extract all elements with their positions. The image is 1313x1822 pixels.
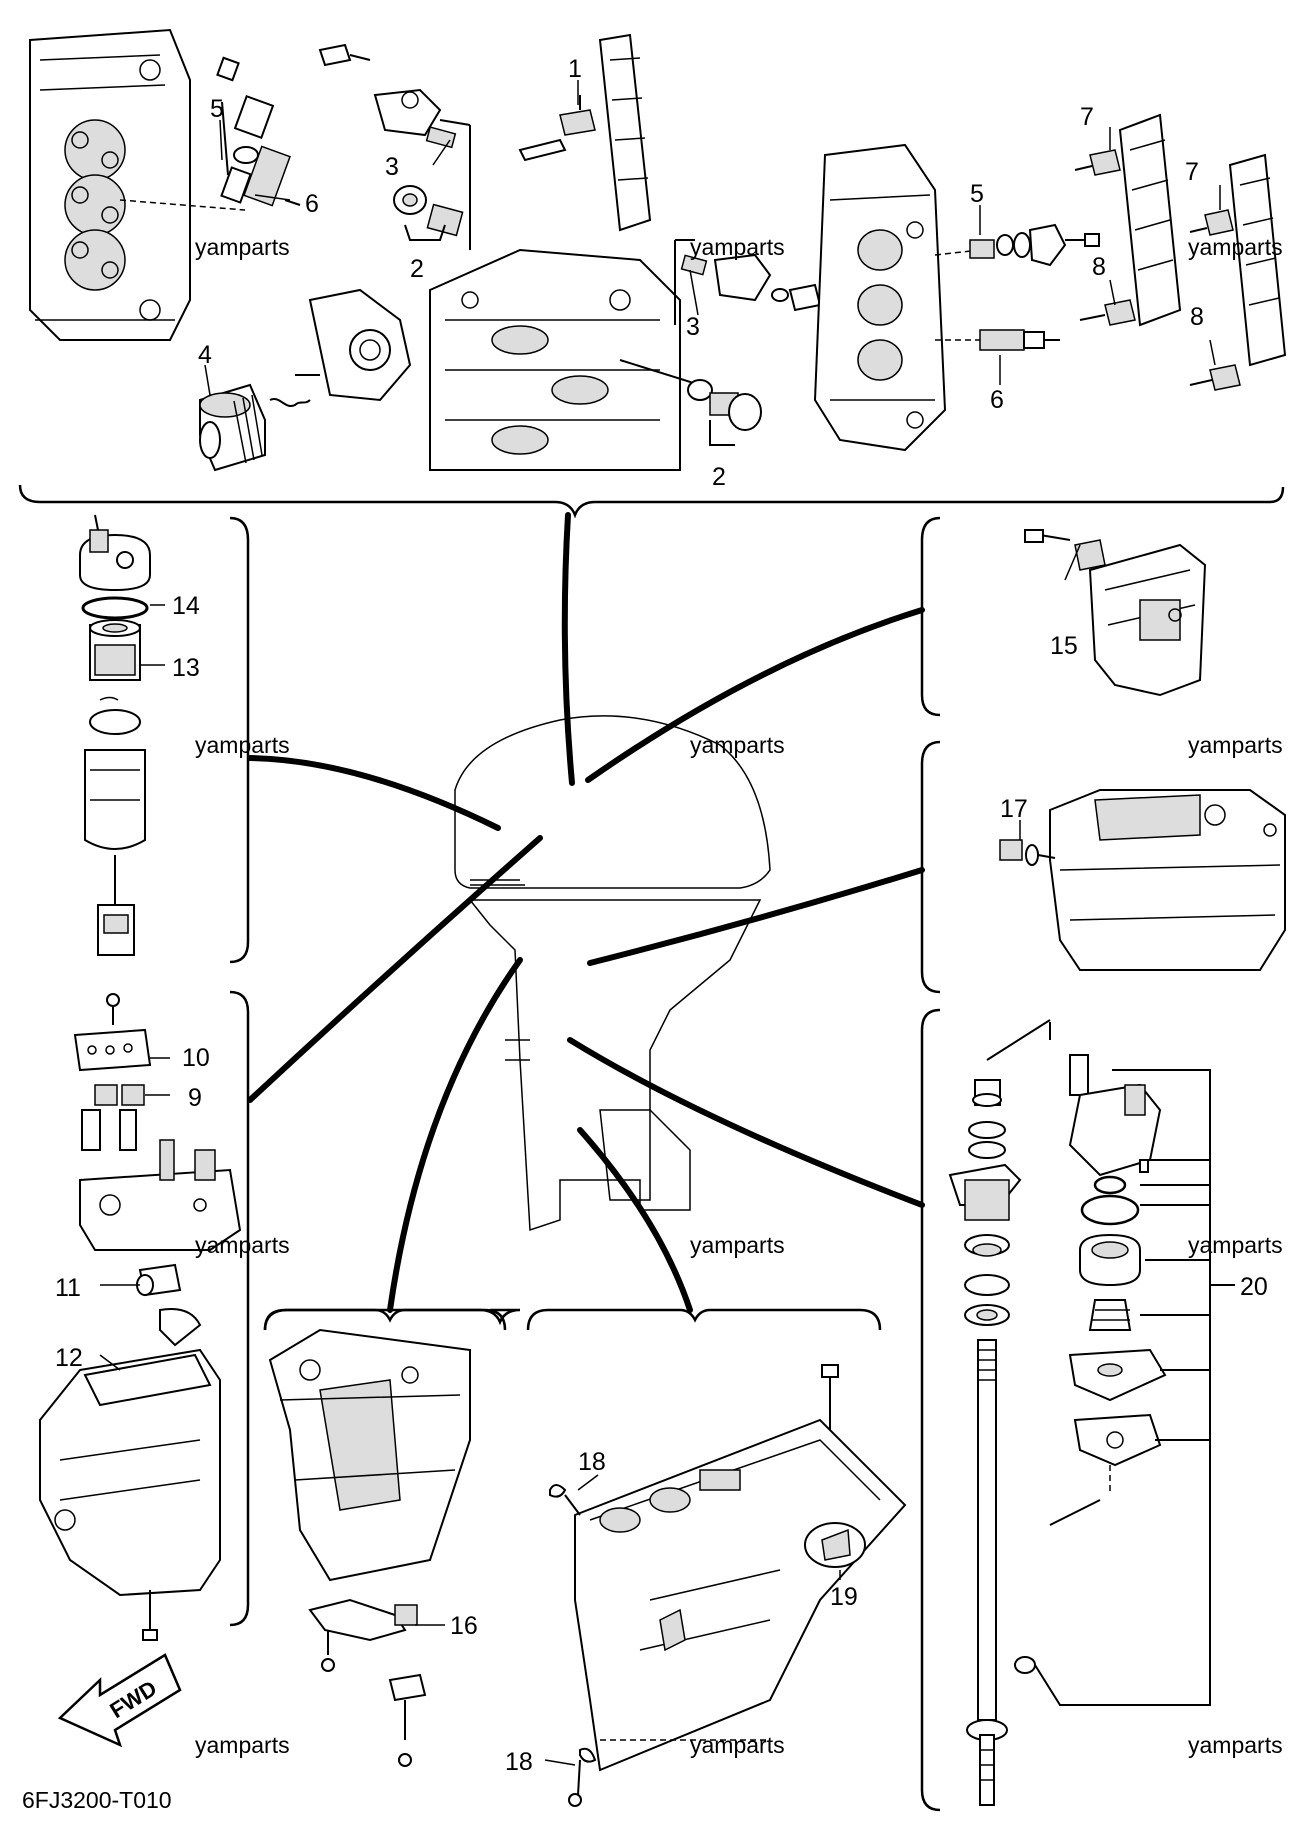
watermark: yamparts [690,234,785,260]
driveshaft-water-pump [948,1019,1235,1806]
callout-leaders [99,80,1221,1766]
watermark: yamparts [195,1732,290,1758]
watermark: yamparts [195,234,290,260]
callout-5-left: 5 [210,95,224,123]
engine-block-center [429,248,762,471]
callout-15: 15 [1050,632,1078,660]
oil-filter [199,288,412,472]
watermark: yamparts [1188,234,1283,260]
cover-plate-b [1189,153,1287,391]
callout-7-right: 7 [1185,158,1199,186]
watermark: yamparts [1188,1732,1283,1758]
outboard-motor-silhouette [454,715,771,1232]
watermark: yamparts [690,1732,785,1758]
cover-plate-a [1074,113,1182,327]
callout-19: 19 [830,1583,858,1611]
watermark: yamparts [195,732,290,758]
watermark: yamparts [1188,1232,1283,1258]
callout-5-right: 5 [970,180,984,208]
callout-6-left: 6 [305,190,319,218]
callout-14: 14 [172,592,200,620]
cylinder-head-left-drawing [29,28,246,341]
lower-unit-casing [549,1364,907,1807]
callout-9: 9 [188,1084,202,1112]
oil-pan-assembly [999,789,1286,971]
swivel-bracket-assembly [268,1328,471,1767]
callout-3-lower: 3 [686,313,700,341]
watermark: yamparts [690,1232,785,1258]
callout-13: 13 [172,654,200,682]
fwd-arrow [57,1653,182,1748]
callout-20: 20 [1240,1273,1268,1301]
anode-plate [1024,529,1207,697]
spark-plug-right [969,223,1100,351]
callout-16: 16 [450,1612,478,1640]
oil-pressure-switch-lower [674,239,822,325]
callout-10: 10 [182,1044,210,1072]
oil-pressure-switch-top [318,43,471,250]
figure-code: 6FJ3200-T010 [22,1787,172,1813]
callout-8-right: 8 [1190,303,1204,331]
top-bracket [18,484,1285,519]
callout-18-lower: 18 [505,1748,533,1776]
callout-12: 12 [55,1344,83,1372]
fuel-filter-assembly [79,514,151,956]
watermark: yamparts [195,1232,290,1258]
watermarks: yamparts yamparts yamparts yamparts yamp… [195,234,1283,1758]
callout-2-upper: 2 [410,255,424,283]
callout-17: 17 [1000,795,1028,823]
callout-3-upper: 3 [385,153,399,181]
callout-labels: 1 2 2 3 3 4 5 5 6 6 7 7 8 8 9 10 11 12 1… [55,55,1268,1776]
callout-6-right: 6 [990,386,1004,414]
callout-7-left: 7 [1080,103,1094,131]
watermark: yamparts [1188,732,1283,758]
cylinder-head-right-drawing [813,143,981,452]
brackets [229,516,941,1812]
spark-plug-left [216,56,301,207]
vapor-separator-assembly [39,993,242,1641]
leader-lines [247,512,925,1313]
callout-18-upper: 18 [578,1448,606,1476]
callout-2-lower: 2 [712,463,726,491]
watermark: yamparts [690,732,785,758]
callout-11: 11 [55,1274,81,1302]
callout-1: 1 [568,55,582,83]
part-1-bracket [518,33,652,232]
callout-4: 4 [198,341,212,369]
callout-8-left: 8 [1092,253,1106,281]
